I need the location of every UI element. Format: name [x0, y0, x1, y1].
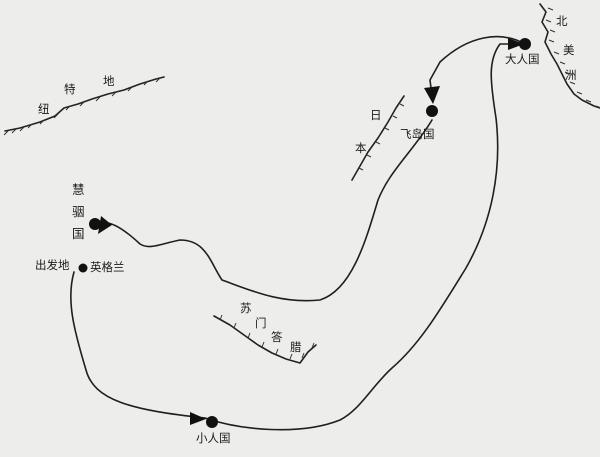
coastline-japan: [351, 95, 405, 181]
place-start: 出发地: [35, 258, 70, 272]
city-laputa-icon: [426, 105, 438, 117]
place-america-3: 洲: [565, 68, 577, 82]
arrow-brobdingnag: [508, 38, 524, 50]
place-england: 英格兰: [90, 260, 125, 274]
place-sumatra-2: 门: [255, 316, 267, 330]
city-brobdingnag-icon: [519, 38, 531, 50]
city-lilliput-icon: [206, 416, 218, 428]
arrow-laputa: [424, 86, 440, 104]
place-newyork-3: 地: [103, 74, 115, 88]
city-england-icon: [78, 263, 88, 273]
coastline-sumatra: [213, 315, 317, 364]
place-newyork-2: 特: [64, 82, 76, 96]
coastline-america: [539, 3, 600, 109]
coastline-newyork: [4, 76, 165, 132]
place-japan-1: 日: [370, 108, 382, 122]
return-route: [429, 36, 526, 97]
place-laputa: 飞岛国: [400, 127, 435, 141]
place-sumatra-4: 腊: [290, 340, 302, 354]
city-houyhnhnm-icon: [89, 218, 101, 230]
place-brobdingnag: 大人国: [505, 52, 540, 66]
place-lilliput: 小人国: [196, 431, 231, 445]
place-america-2: 美: [563, 43, 575, 57]
arrow-houyhnhnm: [98, 216, 112, 234]
place-sumatra-1: 苏: [240, 301, 252, 315]
place-japan-2: 本: [355, 141, 367, 155]
place-houyhnhnm-1: 慧: [72, 182, 85, 197]
laputa-route: [103, 119, 433, 302]
place-newyork-1: 纽: [38, 102, 50, 116]
voyage-route: [69, 43, 519, 431]
place-america-1: 北: [556, 14, 568, 28]
arrow-lilliput: [190, 412, 206, 425]
place-sumatra-3: 答: [271, 330, 283, 344]
coast-hatching: [3, 7, 600, 360]
place-houyhnhnm-2: 骃: [72, 204, 85, 219]
place-houyhnhnm-3: 国: [72, 226, 85, 241]
